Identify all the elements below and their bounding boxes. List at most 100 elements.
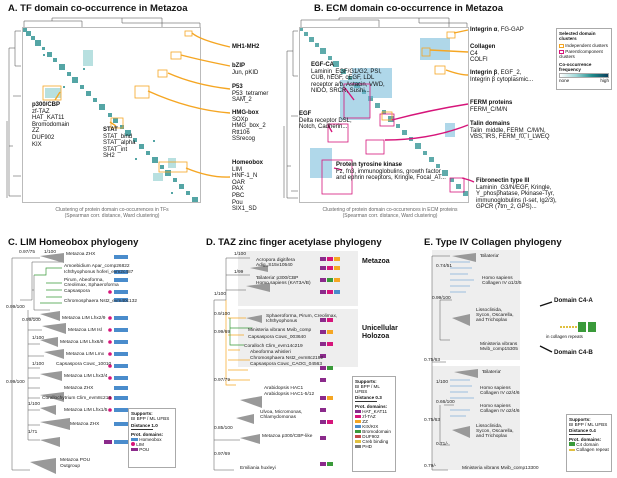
panel-a-cluster-mh1: MH1-MH2 (232, 44, 259, 51)
cluster-name: MH1-MH2 (232, 44, 260, 50)
cluster-line: Fz, fn3, immunoglobulins, growth factor (336, 168, 441, 175)
legend-item: ZZ (355, 419, 393, 424)
leaf-label: Homo sapiens (482, 276, 513, 281)
cluster-line: LIM (232, 166, 243, 173)
cluster-line: PAX (232, 186, 244, 193)
cluster-name: FERM proteins (470, 100, 513, 106)
panel-a-heatmap-cells (23, 28, 198, 202)
panel-d-tree (213, 257, 340, 471)
cluster-line: STAT_bind (103, 133, 133, 140)
support-value: 1/100 (32, 336, 45, 341)
panel-a-title: A. TF domain co-occurrence in Metazoa (8, 3, 187, 14)
support-value: 0.97/69 (214, 452, 231, 457)
leaf-label: Pirum, Abeoforma, (64, 278, 104, 283)
cluster-line: Notch, Cadherin... (299, 124, 348, 131)
leaf-label: Corallochytrium Clim_evm8c218 (42, 396, 112, 401)
panel-d-supports: 1/100 1/99 1/100 0.9/100 0.99/69 0.97/79… (0, 0, 246, 457)
legend-item-label: LIM (136, 442, 144, 447)
leaf-label: and Trichoplax (476, 318, 508, 323)
legend-item-label: C4 domain (576, 442, 599, 447)
legend-distance: Distance 0.4 (569, 428, 596, 433)
leaf-label: Metazoa ZHX (70, 422, 100, 427)
support-value: 1/99 (234, 270, 244, 275)
leaf-label: Collagen IV α1/3/5 (482, 281, 522, 286)
panel-e-letter: E. (424, 237, 433, 248)
support-value: 1/100 (28, 402, 41, 407)
collagen-repeat-swatch-icon (569, 449, 575, 451)
legend-item: PHD (355, 444, 393, 449)
panel-b-cluster-integrin-a: Integrin α, FG-GAP (470, 27, 524, 34)
cluster-line: receptor a/b, Astacin, VWD, (311, 81, 385, 88)
legend-item-label: Independent clusters (565, 43, 608, 48)
leaf-label: Metazoa LIM Lhx3/4 (64, 374, 108, 379)
scale-bar (569, 434, 591, 435)
panel-b-dendrogram-left (283, 30, 298, 199)
panel-e-repeats-label: in collagen repeats (546, 334, 583, 339)
leaf-label: Metazoa LIM Isl (68, 328, 102, 333)
panel-a-title-text: TF domain co-occurrence in Metazoa (20, 3, 188, 14)
panel-d-title: D. TAZ zinc finger acetylase phylogeny (206, 237, 382, 248)
legend-item-label: DUF902 (362, 434, 380, 439)
panel-c-leaf-labels: Metazoa ZHX Amoebidium Apar_comp26822 Ic… (42, 252, 137, 469)
legend-item: Collagen repeat (569, 447, 609, 452)
legend-line: BI BPP / ML UFBS (569, 422, 608, 427)
leaf-label: Metazoa POU (60, 458, 91, 463)
cluster-line: SH2 (103, 153, 115, 160)
leaf-label: Metazoa LIM Lmx (66, 352, 105, 357)
cluster-line: Jun, pKID (232, 69, 259, 76)
caption-line: Clustering of protein domain co-occurren… (322, 207, 458, 213)
legend-title: Supports: (131, 411, 153, 416)
legend-item-label: Homeobox (139, 437, 162, 442)
caption-line: Clustering of protein domain co-occurren… (55, 207, 169, 213)
legend-domain-title: Prot. domains: (131, 432, 164, 437)
legend-item: Homeobox (131, 437, 173, 442)
panel-c-letter: C. (8, 237, 18, 248)
taz-swatch-icon (355, 415, 361, 418)
color-ramp (559, 73, 609, 78)
cluster-line: Rtt106 (232, 129, 250, 136)
legend-item-label: KIX/KIX (362, 424, 379, 429)
panel-c-title-text: LIM Homeobox phylogeny (20, 237, 139, 248)
cluster-line: VBS, IRS, FERM_f0, I_LWEQ (470, 134, 550, 141)
support-value: 1/100 (214, 292, 227, 297)
panel-a-letter: A. (8, 3, 18, 14)
panel-d-leaf-labels: Acropora digitifera Adig_S15v10540 'Bila… (0, 0, 337, 471)
panel-d-group-holozoa: Unicellular Holozoa (362, 325, 406, 341)
cluster-name: HMG-box (232, 110, 259, 116)
cluster-name: bZIP (232, 63, 245, 69)
cluster-line: Y_phosphatase, Pkinase-Tyr, (476, 191, 555, 198)
legend-distance: Distance 1.0 (131, 423, 158, 428)
cluster-name: Talin domains (470, 121, 510, 127)
cluster-line: Pou (232, 199, 243, 206)
panel-e-leaf-labels: 'Bilateria' Homo sapiens Collagen IV α1/… (0, 0, 539, 471)
cluster-line: KIX (32, 141, 42, 148)
leaf-label: 'Bilateria' (480, 254, 500, 259)
panel-a-dendrogram-top (23, 17, 201, 27)
cluster-line: Talin_middle, FERM_C/M/N, (470, 127, 546, 134)
leaf-label: Emiliania huxleyi (240, 466, 276, 471)
support-value: 0.99/100 (22, 318, 41, 323)
cluster-line: FERM_C/M/N (470, 106, 508, 113)
support-value: 1/100 (436, 380, 449, 385)
legend-item: DUF902 (355, 434, 393, 439)
cluster-line: zf-TAZ (32, 108, 50, 115)
panel-c-legend: Supports: BI BPP / ML UFBS Distance 1.0 … (128, 408, 176, 468)
cluster-line: OAR (232, 179, 246, 186)
support-value: 0.99/100 (6, 380, 25, 385)
cluster-name: STAT (103, 127, 118, 133)
support-value: 1/100 (234, 252, 247, 257)
leaf-label: Collagen IV α2/4/6 (480, 409, 520, 414)
cluster-name: EGF (299, 111, 312, 117)
panel-b-pointers (327, 29, 475, 183)
leaf-label: Mvib_comp15305 (480, 347, 518, 352)
leaf-label: 'Bilateria' p300/CBP (256, 276, 299, 281)
cluster-name: Collagen (470, 44, 496, 50)
legend-item-label: PHD (362, 444, 372, 449)
scale-bar (355, 401, 377, 402)
